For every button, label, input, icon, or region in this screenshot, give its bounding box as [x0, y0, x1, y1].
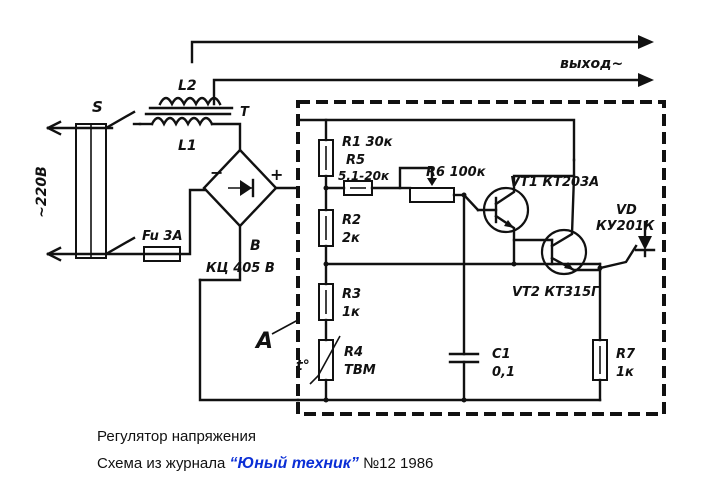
resistor-r5 [324, 166, 434, 196]
r4-name: R4 [344, 345, 363, 360]
r6-label: R6 100к [426, 165, 487, 180]
thyristor-vd [598, 220, 656, 270]
thermistor-r4 [309, 335, 341, 402]
switch-s [75, 110, 142, 259]
r7-name: R7 [616, 347, 636, 362]
c1-name: C1 [492, 347, 511, 362]
r2-value: 2к [342, 231, 361, 246]
resistor-r7 [592, 262, 608, 402]
resistor-r6 [398, 178, 480, 212]
diode-bridge [198, 148, 300, 282]
r5-value: 5,1-20к [338, 169, 390, 183]
transistor-vt2 [512, 174, 602, 276]
t-label: T [240, 105, 250, 120]
caption-line1: Регулятор напряжения [97, 428, 256, 445]
inductor-l1-label: L1 [178, 138, 197, 154]
circuit-schematic: выход~ ~220В S L2 T L1 Fu 3A [34, 35, 666, 416]
r2-name: R2 [342, 213, 361, 228]
caption-title: Регулятор напряжения [97, 428, 256, 445]
capacitor-c1 [448, 192, 480, 402]
point-a-label: A [254, 329, 273, 354]
r7-value: 1к [616, 365, 635, 380]
vt1-label: VT1 КТ203А [510, 175, 599, 190]
output-lines [190, 35, 654, 106]
dashed-enclosure [296, 100, 666, 416]
inductor-l1 [138, 112, 242, 152]
vd-name: VD [616, 203, 637, 218]
r3-value: 1к [342, 305, 361, 320]
bridge-plus: + [270, 165, 283, 184]
inductor-l2-label: L2 [178, 78, 197, 94]
caption-line2-prefix: Схема из журнала [97, 455, 230, 472]
r1-label: R1 30к [342, 135, 394, 150]
transistor-vt1 [476, 158, 576, 267]
point-a-leader [271, 319, 299, 335]
magazine-name: “Юный техник” [229, 455, 359, 472]
resistor-r1 [318, 118, 334, 212]
bridge-label: В [250, 238, 261, 254]
inductor-l2 [148, 96, 234, 110]
fuse [143, 188, 207, 262]
c1-value: 0,1 [492, 365, 515, 380]
r3-name: R3 [342, 287, 361, 302]
vt2-label: VT2 КТ315Г [512, 285, 600, 300]
bridge-minus: − [210, 163, 223, 182]
r5-name: R5 [346, 153, 365, 168]
mains-label: ~220В [34, 166, 50, 218]
fuse-label: Fu 3A [142, 229, 183, 244]
issue-number: №12 1986 [358, 455, 434, 472]
switch-label: S [92, 98, 103, 116]
output-label: выход~ [560, 56, 623, 72]
r4-value: ТВМ [344, 363, 376, 378]
top-rail [296, 118, 576, 162]
caption-source: Схема из журнала “Юный техник” №12 1986 [97, 455, 433, 473]
bridge-type-label: КЦ 405 В [206, 261, 275, 276]
resistor-r3 [318, 283, 334, 342]
temp-label: t° [296, 358, 310, 374]
vd-type: КУ201К [596, 219, 656, 234]
bottom-rail-left [198, 278, 300, 402]
